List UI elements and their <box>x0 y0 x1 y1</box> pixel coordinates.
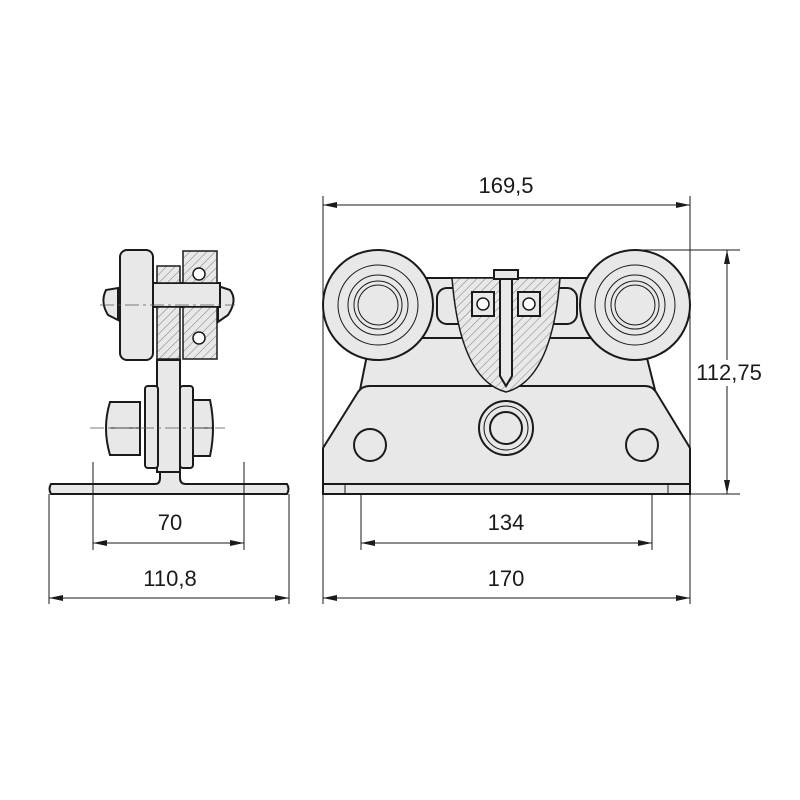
base-plate-front <box>322 483 691 495</box>
hub-lower <box>156 306 181 360</box>
ball-upper <box>192 267 206 281</box>
bolt <box>499 278 513 388</box>
right-bracket <box>179 385 194 469</box>
dim-label-total-width: 110,8 <box>143 566 197 591</box>
left-cap <box>102 286 119 322</box>
dim-label-top-width: 169,5 <box>478 173 534 198</box>
front-view <box>322 196 740 604</box>
wheel-right <box>579 249 691 361</box>
ball-lower <box>192 331 206 345</box>
side-view <box>48 249 290 604</box>
dim-label-hole-spacing: 134 <box>487 510 525 535</box>
mounting-hole-right <box>625 428 659 462</box>
mounting-hole-left <box>353 428 387 462</box>
hub-upper <box>156 265 181 284</box>
bolt-head <box>493 269 519 280</box>
shaft <box>147 282 221 308</box>
left-bracket <box>144 385 159 469</box>
dim-label-base-width: 170 <box>487 566 525 591</box>
dim-label-inner-width: 70 <box>157 510 183 535</box>
center-plate <box>156 359 181 473</box>
right-cap <box>217 284 235 324</box>
wheel-left <box>322 249 434 361</box>
dim-label-height: 112,75 <box>696 360 762 386</box>
